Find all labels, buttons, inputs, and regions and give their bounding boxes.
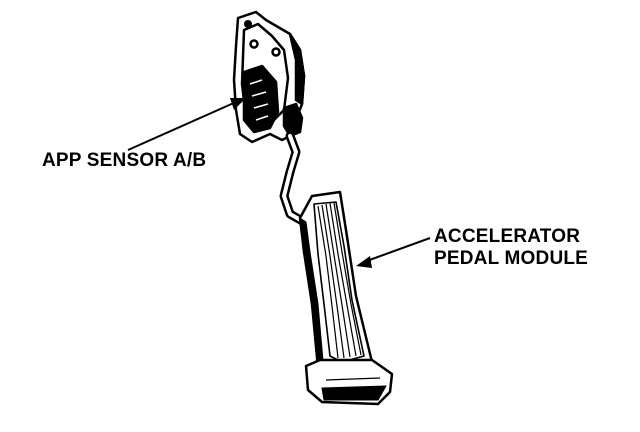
- leader-line-app-sensor: [127, 98, 246, 151]
- app-sensor-housing: [232, 10, 306, 144]
- pedal-base: [304, 358, 394, 406]
- pedal-tread-ribs: [317, 202, 362, 359]
- accelerator-label-line-1: ACCELERATOR: [434, 226, 581, 247]
- accelerator-label-line-2: PEDAL MODULE: [434, 248, 589, 269]
- accelerator-pedal-module-label: ACCELERATOR PEDAL MODULE: [434, 226, 588, 270]
- pedal-pad: [298, 190, 380, 378]
- leader-line-accelerator-pedal: [356, 237, 431, 268]
- app-sensor-label: APP SENSOR A/B: [42, 150, 207, 171]
